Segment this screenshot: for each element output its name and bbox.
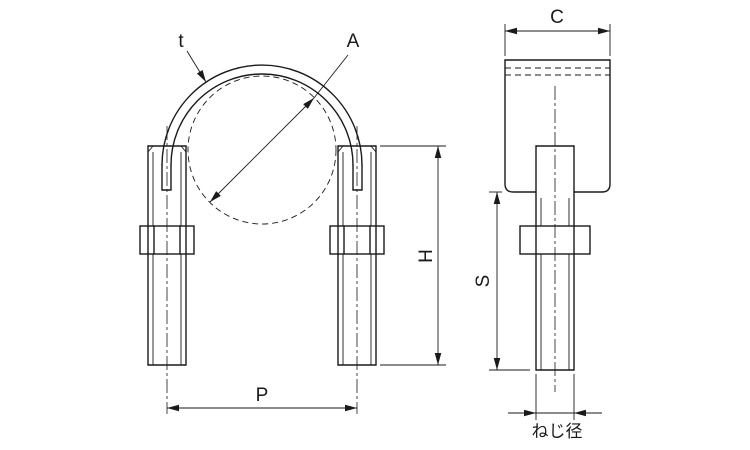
hex-nut-side [519, 225, 591, 255]
side-view: C S ねじ径 [473, 7, 611, 441]
stud-side [535, 145, 575, 371]
right-stud [337, 145, 377, 366]
dimension-C: C [504, 7, 611, 56]
band-plate-side [504, 59, 611, 193]
left-stud [147, 145, 187, 366]
dimension-t: t [178, 31, 207, 83]
right-hex-nut [329, 225, 385, 255]
u-band [161, 64, 363, 191]
pipe-outline-dashed-circle [187, 75, 337, 225]
dimension-H-label: H [416, 249, 437, 263]
front-view: t A H P [139, 31, 446, 414]
dimension-P: P [167, 385, 357, 412]
dimension-C-label: C [550, 7, 564, 28]
dimension-thread-diameter: ねじ径 [508, 374, 602, 441]
dimension-P-label: P [256, 385, 269, 406]
dimension-A-label: A [347, 31, 360, 52]
dimension-S-label: S [473, 275, 494, 288]
dimension-H: H [380, 145, 446, 366]
dimension-thread-diameter-label: ねじ径 [532, 422, 583, 441]
dimension-t-label: t [178, 31, 184, 52]
dimension-A: A [209, 31, 360, 203]
dimension-S: S [473, 191, 530, 371]
left-hex-nut [139, 225, 195, 255]
